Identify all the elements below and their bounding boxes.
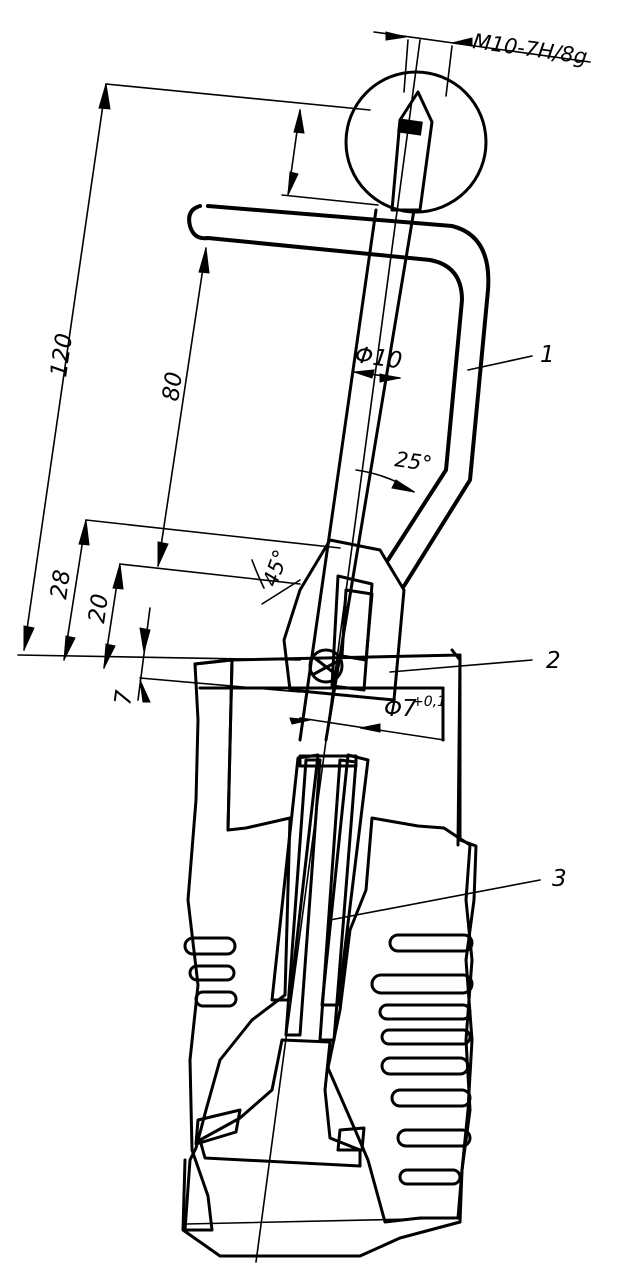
label-part-3: 3: [552, 866, 567, 892]
dim-line-7: [137, 607, 151, 701]
arrow-thread-right: [451, 37, 473, 47]
arrow-28-bottom: [63, 635, 76, 661]
arrow-7-top: [139, 627, 151, 653]
holder-sleeve-bore: [330, 574, 374, 692]
arrow-dia10-right: [379, 373, 401, 383]
ext-line-thread-left: [403, 39, 409, 93]
ext-line-120-top: [105, 83, 371, 111]
arrow-7-bottom: [139, 679, 151, 703]
head-bottom: [181, 1158, 462, 1258]
handle-tube-outer: [187, 204, 464, 562]
label-dia-10: Φ10: [353, 342, 404, 374]
ext-line-28: [85, 519, 341, 549]
leader-part-3: [329, 879, 541, 921]
valve-stem-top: [298, 754, 358, 768]
arrow-dia10-left: [353, 369, 375, 379]
leader-part-2: [389, 659, 533, 673]
pivot-pin: [308, 648, 344, 684]
label-dim-120: 120: [46, 332, 78, 379]
head-outer-right: [458, 653, 478, 1224]
label-dim-28: 28: [46, 568, 76, 601]
valve-seat-right: [336, 1126, 366, 1152]
label-dim-20: 20: [84, 592, 114, 625]
label-thread: M10-7H/8g: [471, 29, 589, 69]
arrow-28-top: [78, 519, 90, 546]
arrow-120-bottom: [23, 625, 35, 651]
label-dia-7: Φ7: [384, 696, 417, 722]
ball-handle: [344, 70, 488, 214]
valve-stem-right: [318, 758, 358, 1042]
label-part-1: 1: [540, 342, 555, 368]
label-tol-7: +0,1: [412, 694, 446, 710]
arrow-ball-bottom: [287, 171, 299, 196]
arrow-20-top: [112, 563, 124, 590]
arrow-80-bottom: [157, 541, 169, 567]
holder-sleeve: [282, 538, 406, 702]
arrow-angle-25: [391, 479, 415, 493]
arrow-thread-left: [385, 31, 407, 41]
handle-tube-inner: [206, 204, 491, 588]
label-part-2: 2: [546, 648, 561, 674]
arrow-120-top: [98, 83, 111, 110]
ext-line-7: [139, 677, 301, 693]
leader-angle-45: [261, 579, 301, 605]
leader-part-1: [467, 355, 533, 371]
set-screw: [340, 588, 374, 662]
valve-seat-left: [194, 1108, 242, 1146]
label-angle-25: 25°: [393, 447, 433, 476]
part-leaders: [329, 355, 541, 921]
valve-head: [198, 1038, 362, 1168]
arrow-80-top: [198, 247, 210, 274]
rod-edge-right: [324, 208, 416, 742]
dim-line-120: [23, 83, 107, 651]
ball-knob: [344, 70, 488, 214]
valve-stem: [284, 758, 322, 1037]
ext-line-thread-right: [445, 45, 453, 97]
head-body-left: [183, 658, 292, 1232]
label-dim-7: 7: [110, 688, 138, 706]
dim-line-thread: [373, 31, 591, 63]
dimension-lines: [17, 31, 591, 741]
head-upper-walls: [193, 648, 462, 847]
arrow-dia7-right: [359, 723, 381, 733]
arc-angle-45: [251, 559, 265, 589]
ball-thread-bore: [390, 90, 434, 212]
arrow-dia7-left: [289, 717, 311, 725]
arrow-ball-top: [293, 109, 305, 134]
label-dim-80: 80: [158, 370, 188, 403]
ext-line-20: [119, 563, 301, 585]
ext-line-base: [17, 654, 301, 661]
ball-thread-insert: [397, 118, 423, 136]
ext-line-ball-bottom: [281, 194, 379, 206]
rod-centerline: [255, 39, 421, 1263]
arrow-20-bottom: [103, 643, 116, 669]
dim-line-80: [157, 247, 207, 567]
valve: [198, 754, 362, 1168]
bent-handle: [187, 204, 491, 702]
pivot-pin-mark: [310, 654, 342, 678]
rod-edge-left: [298, 208, 378, 742]
coolant-channels: [183, 933, 474, 1186]
tool-rod: [255, 39, 421, 1263]
head-bottom-line: [185, 1217, 461, 1225]
